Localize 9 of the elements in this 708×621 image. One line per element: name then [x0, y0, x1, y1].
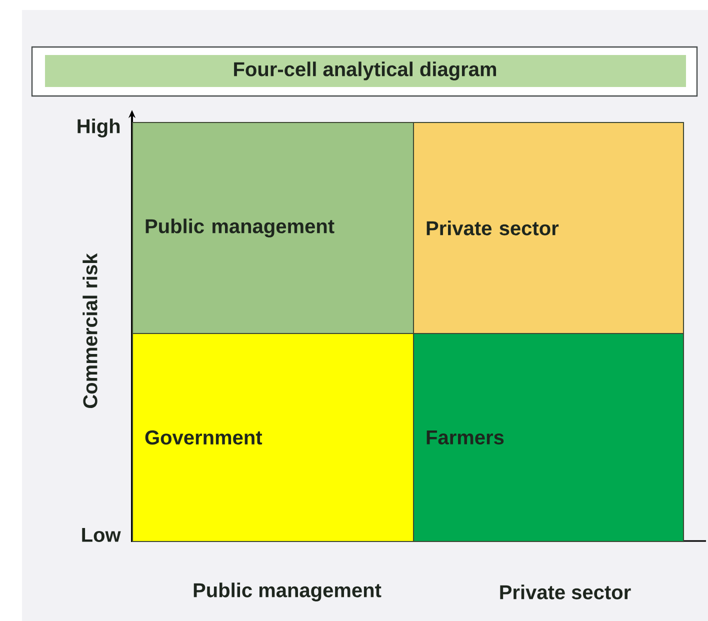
axis-label: High	[78, 118, 120, 138]
axis-label: Private sector	[500, 584, 631, 600]
quadrant-cell: Private sector	[413, 122, 684, 334]
title-banner: Four-cell analytical diagram	[31, 46, 698, 97]
quadrant-cell: Public management	[132, 122, 414, 334]
axis-label: Public management	[194, 582, 382, 602]
axis-label: Commercial risk	[82, 253, 98, 408]
quadrant-cell: Farmers	[413, 333, 684, 542]
quadrant-cell: Government	[132, 333, 414, 542]
